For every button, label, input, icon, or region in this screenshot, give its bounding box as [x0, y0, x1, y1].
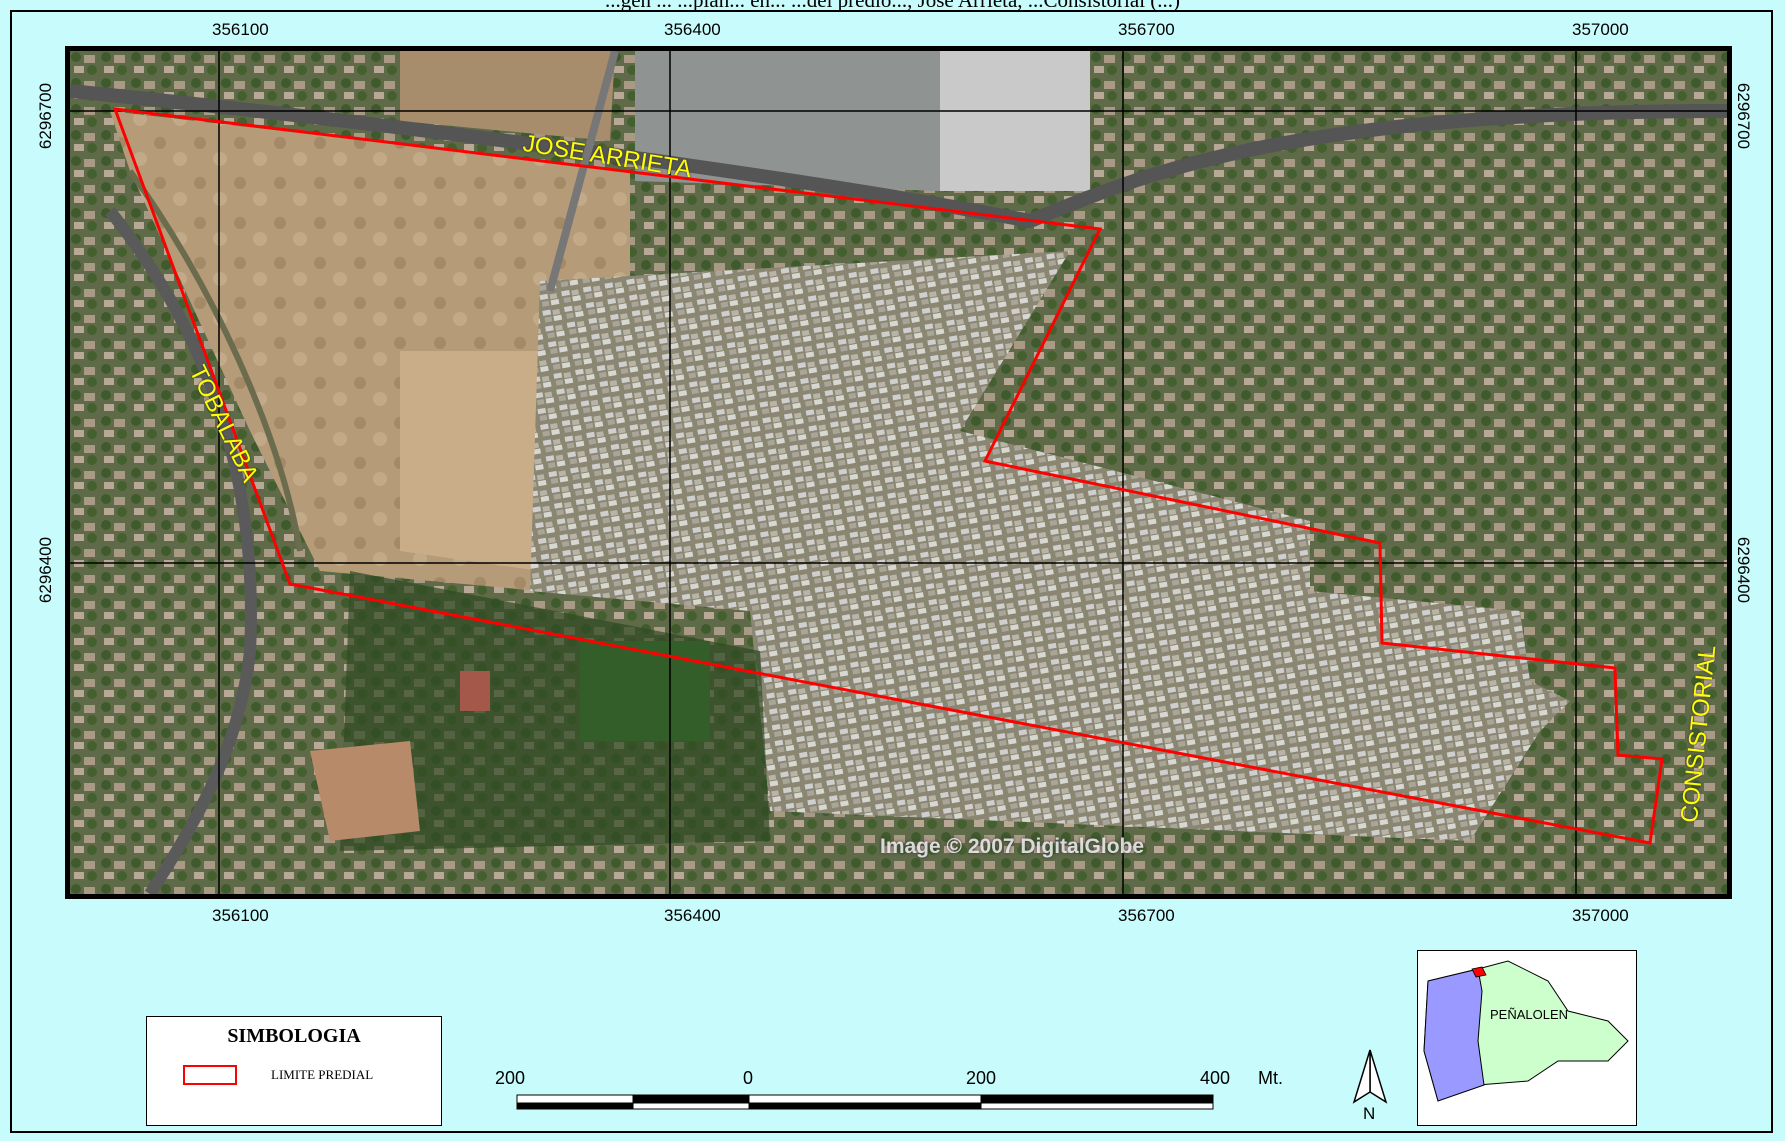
inset-map-label: PEÑALOLEN: [1490, 1007, 1569, 1022]
scale-label-400: 400: [1200, 1068, 1231, 1088]
bottom-coord-357000: 357000: [1572, 906, 1629, 925]
north-label: N: [1363, 1104, 1376, 1123]
legend-swatch-boundary: [183, 1065, 237, 1085]
scale-bar: 200 0 200 400 Mt.: [490, 1064, 1290, 1120]
dirt-lot-top: [400, 51, 615, 141]
school-building: [310, 741, 420, 841]
bottom-coord-356700: 356700: [1118, 906, 1175, 925]
satellite-map[interactable]: [65, 46, 1732, 899]
inset-map-canvas: [1423, 960, 1629, 1102]
industrial-lot: [635, 51, 940, 191]
bottom-coord-356100: 356100: [212, 906, 269, 925]
legend-title: SIMBOLOGIA: [227, 1025, 361, 1047]
inset-locator-map: PEÑALOLEN: [1417, 950, 1637, 1126]
scale-label-200-right: 200: [966, 1068, 997, 1088]
sports-field: [400, 351, 540, 571]
right-coord-6296400: 6296400: [1734, 536, 1754, 604]
inset-site-marker: [1471, 966, 1487, 978]
coordinate-grid: [70, 51, 1727, 894]
legend-label-boundary: LIMITE PREDIAL: [271, 1067, 374, 1082]
scale-label-0: 0: [743, 1068, 754, 1088]
left-coord-6296700: 6296700: [36, 82, 56, 150]
jose-arrieta-road: [70, 84, 1727, 229]
park-trees: [340, 571, 770, 851]
inset-urban-area: [1423, 968, 1485, 1102]
left-coord-6296400: 6296400: [36, 536, 56, 604]
bottom-coord-356400: 356400: [664, 906, 721, 925]
north-arrow: N: [1350, 1048, 1390, 1128]
map-canvas: [70, 51, 1727, 894]
top-coord-356100: 356100: [212, 20, 269, 39]
dense-housing-area: [530, 251, 1570, 841]
tennis-court: [460, 671, 490, 711]
canal: [127, 169, 303, 552]
right-coord-6296700: 6296700: [1734, 82, 1754, 150]
top-coord-356400: 356400: [664, 20, 721, 39]
scale-unit: Mt.: [1258, 1068, 1283, 1088]
tobalaba-road: [105, 207, 257, 894]
imagery-watermark: Image © 2007 DigitalGlobe: [880, 835, 1145, 858]
warehouse-roof: [940, 51, 1090, 191]
property-boundary: [112, 107, 1664, 845]
figure-caption: ...gen ... ...plan... en... ...del predi…: [604, 0, 1181, 12]
top-coord-357000: 357000: [1572, 20, 1629, 39]
map-frame: [10, 10, 1773, 1133]
legend: SIMBOLOGIA LIMITE PREDIAL: [146, 1016, 442, 1126]
north-arrow-icon: [1352, 1049, 1388, 1104]
scale-label-200-left: 200: [495, 1068, 526, 1088]
top-coord-356700: 356700: [1118, 20, 1175, 39]
access-road: [546, 51, 619, 293]
scale-segments: [516, 1094, 1214, 1110]
